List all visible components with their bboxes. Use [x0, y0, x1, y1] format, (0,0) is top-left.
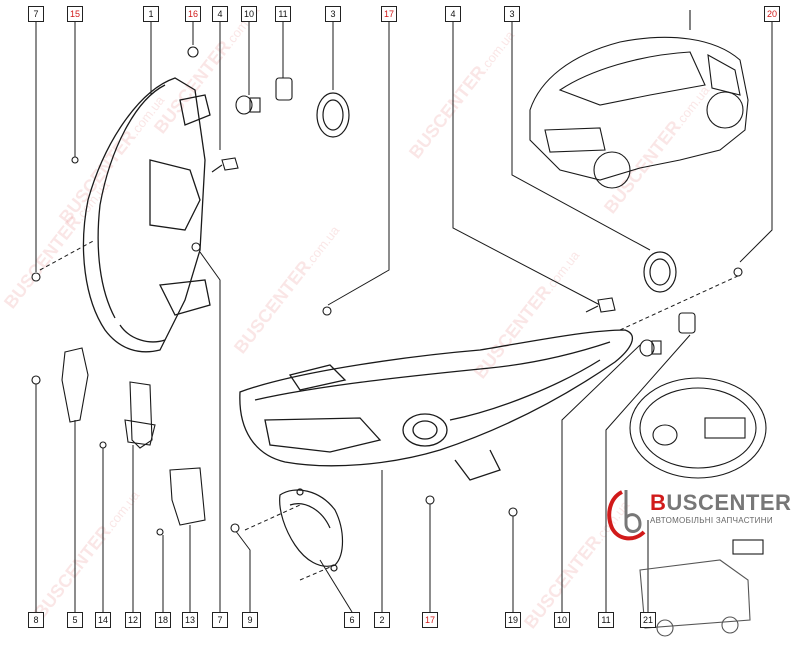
assembly-line — [244, 504, 301, 531]
callout-15: 15 — [67, 6, 83, 22]
leader-line — [199, 251, 221, 612]
leader-line — [452, 22, 601, 306]
cap-icon — [316, 92, 677, 293]
callout-3-left: 3 — [325, 6, 341, 22]
callout-11-bottom: 11 — [598, 612, 614, 628]
assembly-line — [39, 239, 96, 271]
fog-lamp-icon — [279, 488, 344, 572]
callout-5: 5 — [67, 612, 83, 628]
callout-2: 2 — [374, 612, 390, 628]
callout-20: 20 — [764, 6, 780, 22]
brand-logo: BUSCENTER АВТОМОБІЛЬНІ ЗАПЧАСТИНИ — [604, 484, 794, 544]
leader-line — [511, 22, 651, 251]
mount-icon — [169, 467, 206, 526]
callout-1: 1 — [143, 6, 159, 22]
callout-11-top: 11 — [275, 6, 291, 22]
assembly-line — [619, 274, 741, 331]
leader-line — [561, 344, 641, 612]
brand-name: BUSCENTER — [650, 490, 792, 515]
callout-16: 16 — [185, 6, 201, 22]
callout-4-right: 4 — [445, 6, 461, 22]
leader-line — [739, 22, 773, 263]
bus-icon — [639, 559, 751, 637]
leader-line — [234, 529, 251, 612]
brand-mark-icon — [607, 490, 646, 541]
callout-10-top: 10 — [241, 6, 257, 22]
label-inset-icon — [629, 377, 767, 555]
callout-7-top: 7 — [28, 6, 44, 22]
bracket-icon — [61, 347, 89, 423]
callout-18: 18 — [155, 612, 171, 628]
callout-9: 9 — [242, 612, 258, 628]
callout-14: 14 — [95, 612, 111, 628]
leader-line — [327, 22, 390, 306]
bulb-icon — [235, 95, 662, 357]
callout-21: 21 — [640, 612, 656, 628]
support-icon — [124, 419, 156, 446]
fastener-icon — [31, 46, 743, 536]
callout-3-right: 3 — [504, 6, 520, 22]
callout-7-bottom: 7 — [212, 612, 228, 628]
headlamp-right-icon — [239, 329, 634, 481]
bulb-holder-icon — [275, 77, 696, 334]
leader-line — [319, 559, 353, 613]
headlamp-left-icon — [82, 77, 211, 353]
car-illustration-icon — [529, 10, 749, 189]
callout-10-bottom: 10 — [554, 612, 570, 628]
callout-8: 8 — [28, 612, 44, 628]
callout-17-bottom: 17 — [422, 612, 438, 628]
leader-line — [605, 334, 691, 612]
callout-13: 13 — [182, 612, 198, 628]
callout-12: 12 — [125, 612, 141, 628]
brand-tagline: АВТОМОБІЛЬНІ ЗАПЧАСТИНИ — [650, 516, 773, 525]
support-icon — [129, 381, 153, 449]
callout-4-left: 4 — [212, 6, 228, 22]
callout-6: 6 — [344, 612, 360, 628]
callout-17-top: 17 — [381, 6, 397, 22]
assembly-line — [299, 564, 336, 581]
callout-19: 19 — [505, 612, 521, 628]
